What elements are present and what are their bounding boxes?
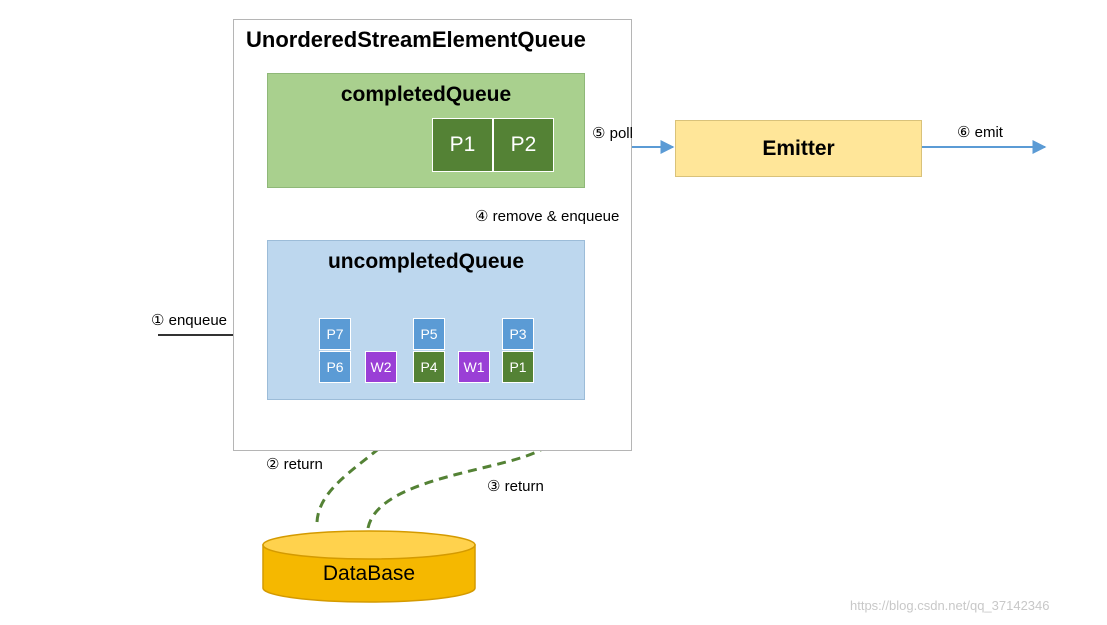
- uncompleted-item-p5: P5: [413, 318, 445, 350]
- completed-queue-title: completedQueue: [340, 83, 512, 106]
- uncompleted-item-w1: W1: [458, 351, 490, 383]
- step-return-3-label: ③ return: [487, 478, 544, 495]
- completed-item-p1: P1: [432, 118, 493, 172]
- uncompleted-item-p1: P1: [502, 351, 534, 383]
- database-cylinder: [262, 530, 476, 603]
- step-enqueue-label: ① enqueue: [151, 312, 228, 329]
- container-title: UnorderedStreamElementQueue: [246, 27, 586, 52]
- uncompleted-item-p7: P7: [319, 318, 351, 350]
- completed-item-p2: P2: [493, 118, 554, 172]
- step-remove-enqueue-label: ④ remove & enqueue: [475, 208, 620, 225]
- step-return-2-label: ② return: [266, 456, 323, 473]
- uncompleted-item-p6: P6: [319, 351, 351, 383]
- emitter-box: Emitter: [675, 120, 922, 177]
- emitter-label: Emitter: [762, 136, 835, 160]
- step-poll-label: ⑤ poll: [592, 125, 633, 142]
- step-emit-label: ⑥ emit: [957, 124, 1003, 141]
- return-2-arrow: [315, 378, 435, 523]
- uncompleted-item-w2: W2: [365, 351, 397, 383]
- uncompleted-item-p3: P3: [502, 318, 534, 350]
- uncompleted-queue-title: uncompletedQueue: [327, 250, 525, 273]
- watermark-text: https://blog.csdn.net/qq_37142346: [850, 598, 1050, 613]
- uncompleted-item-p4: P4: [413, 351, 445, 383]
- database-label: DataBase: [322, 562, 416, 585]
